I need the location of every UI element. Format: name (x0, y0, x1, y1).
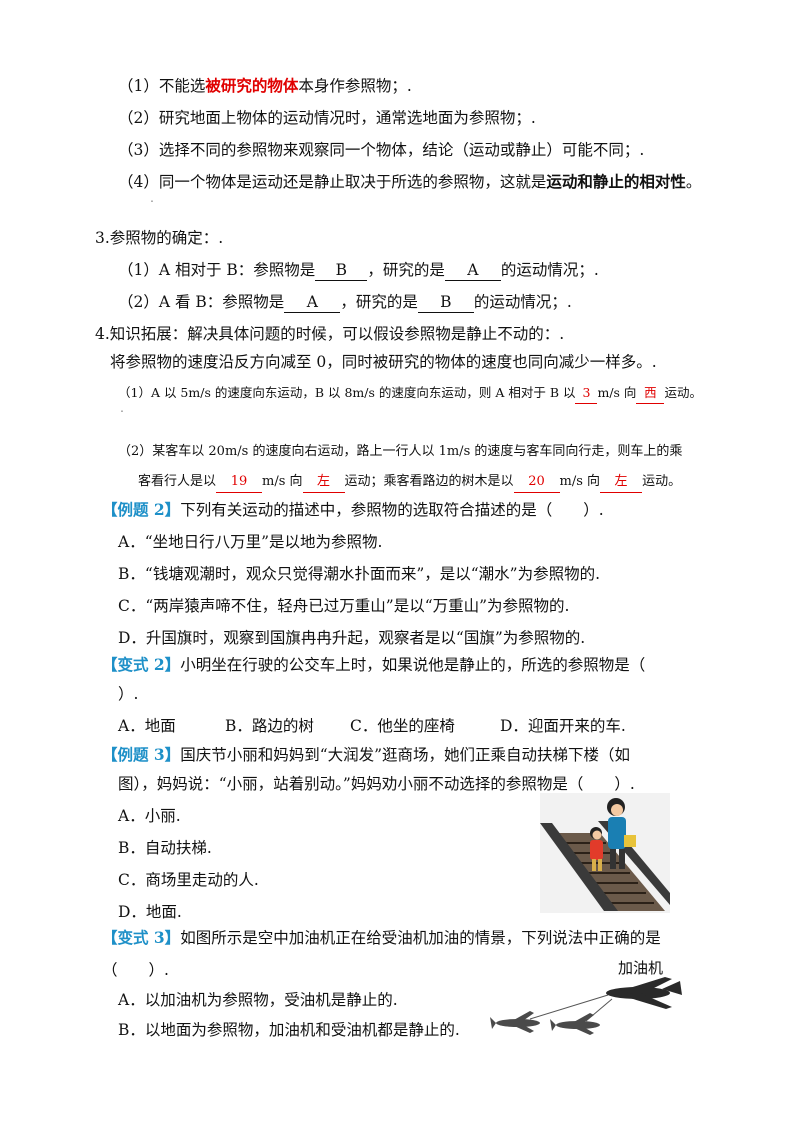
q2-answer-1: 19 (216, 472, 263, 493)
rule-1-text-end: 本身作参照物；. (298, 77, 412, 95)
s3-l1-pre: （1）A 相对于 B：参照物是 (118, 261, 316, 279)
rule-4-highlight: 运动和静止的相对性 (546, 172, 686, 191)
example-3-option-d: D．地面. (118, 903, 182, 921)
s3-l2-pre: （2）A 看 B：参照物是 (118, 293, 285, 311)
example-3-tag: 【例题 3】 (102, 745, 181, 764)
s3-l2-blank-1: A (284, 292, 341, 313)
q2-answer-3: 20 (513, 472, 560, 493)
example-3-option-a: A．小丽. (118, 807, 181, 825)
example-2-option-a: A．“坐地日行八万里”是以地为参照物. (118, 533, 383, 551)
example-3-question: 国庆节小丽和妈妈到“大润发”逛商场，她们正乘自动扶梯下楼（如 (180, 746, 631, 764)
q1-mid: m/s 向 (597, 385, 637, 400)
variant-2-option-d: D．迎面开来的车. (500, 717, 626, 735)
q2-mid-1: m/s 向 (262, 474, 303, 489)
q1-post: 运动。 (664, 385, 702, 400)
rule-1-text: （1）不能选 (118, 77, 206, 95)
variant-2-option-b: B．路边的树 (225, 717, 314, 735)
rule-3: （3）选择不同的参照物来观察同一个物体，结论（运动或静止）可能不同；. (118, 141, 645, 159)
variant-2-question: 小明坐在行驶的公交车上时，如果说他是静止的，所选的参照物是（ (180, 656, 646, 674)
section-4-q1: （1）A 以 5m/s 的速度向东运动，B 以 8m/s 的速度向东运动，则 A… (118, 383, 702, 404)
aerial-refueling-illustration (490, 977, 682, 1035)
section-4-q2-line-1: （2）某客车以 20m/s 的速度向右运动，路上一行人以 1m/s 的速度与客车… (118, 444, 683, 459)
rule-1: （1）不能选被研究的物体本身作参照物；. (118, 76, 412, 96)
q1-answer-1: 3 (575, 383, 598, 404)
variant-2-option-a: A．地面 (118, 717, 176, 735)
variant-3-option-b: B．以地面为参照物，加油机和受油机都是静止的. (118, 1021, 460, 1039)
q2-post: 运动。 (642, 474, 682, 489)
example-2-option-c: C．“两岸猿声啼不住，轻舟已过万重山”是以“万重山”为参照物的. (118, 597, 570, 615)
q1-pre: （1）A 以 5m/s 的速度向东运动，B 以 8m/s 的速度向东运动，则 A… (118, 385, 576, 400)
q2-pre: 客看行人是以 (138, 474, 217, 489)
variant-3-stem-end: （ ）. (102, 961, 169, 979)
section-4-desc: 将参照物的速度沿反方向减至 0，同时被研究的物体的速度也同向减少一样多。. (110, 353, 657, 371)
rule-4-text: （4）同一个物体是运动还是静止取决于所选的参照物，这就是 (118, 173, 547, 191)
rule-4-text-end: 。 (685, 173, 702, 191)
variant-2-option-c: C．他坐的座椅 (350, 717, 455, 735)
q2-answer-4: 左 (600, 472, 643, 493)
variant-3-tag: 【变式 3】 (102, 928, 181, 947)
example-3-option-b: B．自动扶梯. (118, 839, 212, 857)
example-3-stem-end: 图），妈妈说：“小丽，站着别动。”妈妈劝小丽不动选择的参照物是（ ）. (118, 775, 635, 793)
variant-2-tag: 【变式 2】 (102, 655, 181, 674)
example-2-option-b: B．“钱塘观潮时，观众只觉得潮水扑面而来”，是以“潮水”为参照物的. (118, 565, 601, 583)
example-3-stem: 【例题 3】国庆节小丽和妈妈到“大润发”逛商场，她们正乘自动扶梯下楼（如 (102, 745, 630, 765)
escalator-illustration (540, 793, 670, 913)
example-3-option-c: C．商场里走动的人. (118, 871, 259, 889)
s3-l1-mid: ，研究的是 (367, 261, 445, 279)
variant-3-question: 如图所示是空中加油机正在给受油机加油的情景，下列说法中正确的是 (180, 929, 661, 947)
s3-l2-post: 的运动情况；. (473, 293, 572, 311)
section-4-title: 4.知识拓展：解决具体问题的时候，可以假设参照物是静止不动的：. (95, 325, 565, 343)
s3-l1-blank-1: B (315, 260, 368, 281)
s3-l1-post: 的运动情况；. (500, 261, 599, 279)
q2-answer-2: 左 (302, 472, 345, 493)
variant-2-stem: 【变式 2】小明坐在行驶的公交车上时，如果说他是静止的，所选的参照物是（ (102, 655, 645, 675)
q2-mid-3: m/s 向 (559, 474, 601, 489)
example-2-option-d: D．升国旗时，观察到国旗冉冉升起，观察者是以“国旗”为参照物的. (118, 629, 586, 647)
s3-l2-mid: ，研究的是 (340, 293, 418, 311)
example-2-tag: 【例题 2】 (102, 500, 181, 519)
rule-4: （4）同一个物体是运动还是静止取决于所选的参照物，这就是运动和静止的相对性。 (118, 172, 701, 192)
example-2-stem: 【例题 2】下列有关运动的描述中，参照物的选取符合描述的是（ ）. (102, 500, 604, 520)
tanker-label: 加油机 (618, 959, 664, 977)
s3-l1-blank-2: A (444, 260, 501, 281)
rule-2: （2）研究地面上物体的运动情况时，通常选地面为参照物；. (118, 109, 536, 127)
s3-l2-blank-2: B (417, 292, 474, 313)
q2-mid-2: 运动；乘客看路边的树木是以 (344, 474, 514, 489)
variant-3-option-a: A．以加油机为参照物，受油机是静止的. (118, 991, 398, 1009)
variant-2-stem-end: ）. (118, 685, 139, 703)
q1-dot: . (120, 400, 124, 415)
rule-1-highlight: 被研究的物体 (205, 76, 299, 95)
stray-dot: . (150, 190, 154, 205)
q1-answer-2: 西 (636, 383, 665, 404)
section-3-title: 3.参照物的确定：. (95, 229, 224, 247)
example-2-question: 下列有关运动的描述中，参照物的选取符合描述的是（ ）. (180, 501, 604, 519)
variant-3-stem: 【变式 3】如图所示是空中加油机正在给受油机加油的情景，下列说法中正确的是 (102, 928, 661, 948)
